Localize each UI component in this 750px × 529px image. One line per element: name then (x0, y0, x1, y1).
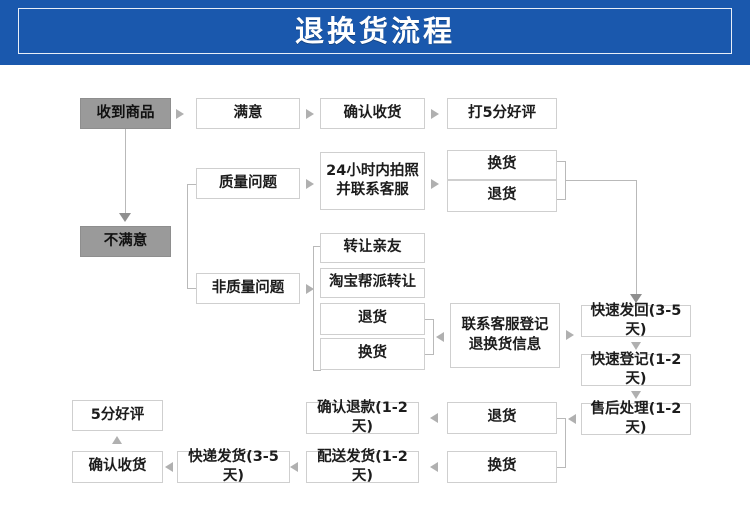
node-satisfied[interactable]: 满意 (196, 98, 300, 129)
node-contact-service-register[interactable]: 联系客服登记 退换货信息 (450, 303, 560, 368)
banner-underline (0, 62, 750, 65)
arrow-received-to-satisfied-icon (176, 109, 184, 119)
connector-bottom-bracket (565, 418, 566, 467)
node-not-satisfied[interactable]: 不满意 (80, 226, 171, 257)
arrow-nonquality-to-options-icon (306, 284, 314, 294)
node-fast-send-back[interactable]: 快速发回(3-5天) (581, 303, 691, 338)
arrow-down-to-notsatisfied-icon (119, 213, 131, 222)
node-return-quality[interactable]: 退货 (447, 180, 557, 212)
node-rate-five-stars[interactable]: 打5分好评 (447, 98, 557, 129)
arrow-photo-to-exchange-return-icon (431, 179, 439, 189)
connector-exchangenq-stub (425, 354, 434, 355)
arrow-delivery-to-express-icon (290, 462, 298, 472)
node-return-nonquality[interactable]: 退货 (320, 303, 425, 335)
node-return-bottom[interactable]: 退货 (447, 402, 557, 434)
arrow-exchangebottom-to-delivery-icon (430, 462, 438, 472)
connector-options-bracket-top (313, 246, 321, 247)
node-fast-register[interactable]: 快速登记(1-2天) (581, 352, 691, 387)
arrow-confirm-to-rate-icon (431, 109, 439, 119)
node-after-sales-process[interactable]: 售后处理(1-2天) (581, 401, 691, 436)
node-delivery-ship[interactable]: 配送发货(1-2天) (306, 449, 419, 484)
node-photo-contact-service[interactable]: 24小时内拍照 并联系客服 (320, 152, 425, 210)
arrow-aftersales-to-bottom-icon (568, 414, 576, 424)
arrow-confirm-to-review-icon (112, 436, 122, 444)
page-title: 退换货流程 (294, 13, 455, 48)
connector-received-to-notsatisfied (125, 129, 126, 216)
node-express-ship[interactable]: 快递发货(3-5天) (177, 449, 290, 484)
connector-branch-bottom-stub (187, 288, 196, 289)
node-non-quality-issue[interactable]: 非质量问题 (196, 273, 300, 304)
node-five-star-review[interactable]: 5分好评 (72, 400, 163, 431)
connector-returnnq-stub (425, 319, 434, 320)
connector-options-bracket-bottom (313, 370, 321, 371)
node-taobao-gang-transfer[interactable]: 淘宝帮派转让 (320, 268, 425, 298)
page-header-banner: 退换货流程 (0, 0, 750, 62)
arrow-satisfied-to-confirm-icon (306, 109, 314, 119)
node-exchange-quality[interactable]: 换货 (447, 150, 557, 180)
arrow-register-to-fastsendback-icon (566, 330, 574, 340)
arrow-quality-to-photo-icon (306, 179, 314, 189)
connector-quality-to-right-column (565, 180, 637, 181)
arrow-returnbottom-to-refund-icon (430, 413, 438, 423)
arrow-express-to-confirm-icon (165, 462, 173, 472)
node-received-goods[interactable]: 收到商品 (80, 98, 171, 129)
node-exchange-bottom[interactable]: 换货 (447, 451, 557, 483)
connector-returnbottom-stub (557, 418, 566, 419)
node-exchange-nonquality[interactable]: 换货 (320, 338, 425, 370)
connector-options-bracket (313, 246, 314, 370)
connector-down-to-fastsendback (636, 180, 637, 297)
flowchart-canvas: 收到商品 满意 确认收货 打5分好评 不满意 质量问题 24小时内拍照 并联系客… (0, 66, 750, 529)
node-quality-issue[interactable]: 质量问题 (196, 168, 300, 199)
connector-exchangebottom-stub (557, 467, 566, 468)
connector-returnq-stub (557, 199, 566, 200)
arrow-register-to-options-icon (436, 332, 444, 342)
arrow-fastsendback-to-fastregister-icon (631, 342, 641, 350)
node-confirm-receipt-bottom[interactable]: 确认收货 (72, 451, 163, 483)
node-transfer-friend[interactable]: 转让亲友 (320, 233, 425, 263)
connector-exchangeq-stub (557, 161, 566, 162)
connector-branch-top-stub (187, 184, 196, 185)
arrow-down-to-fastsendback-icon (630, 294, 642, 303)
connector-nonquality-bracket (433, 319, 434, 354)
banner-inner-border: 退换货流程 (18, 8, 732, 54)
arrow-fastregister-to-aftersales-icon (631, 391, 641, 399)
connector-branch-spine (187, 184, 188, 288)
node-confirm-refund[interactable]: 确认退款(1-2天) (306, 400, 419, 435)
node-confirm-receipt-top[interactable]: 确认收货 (320, 98, 425, 129)
